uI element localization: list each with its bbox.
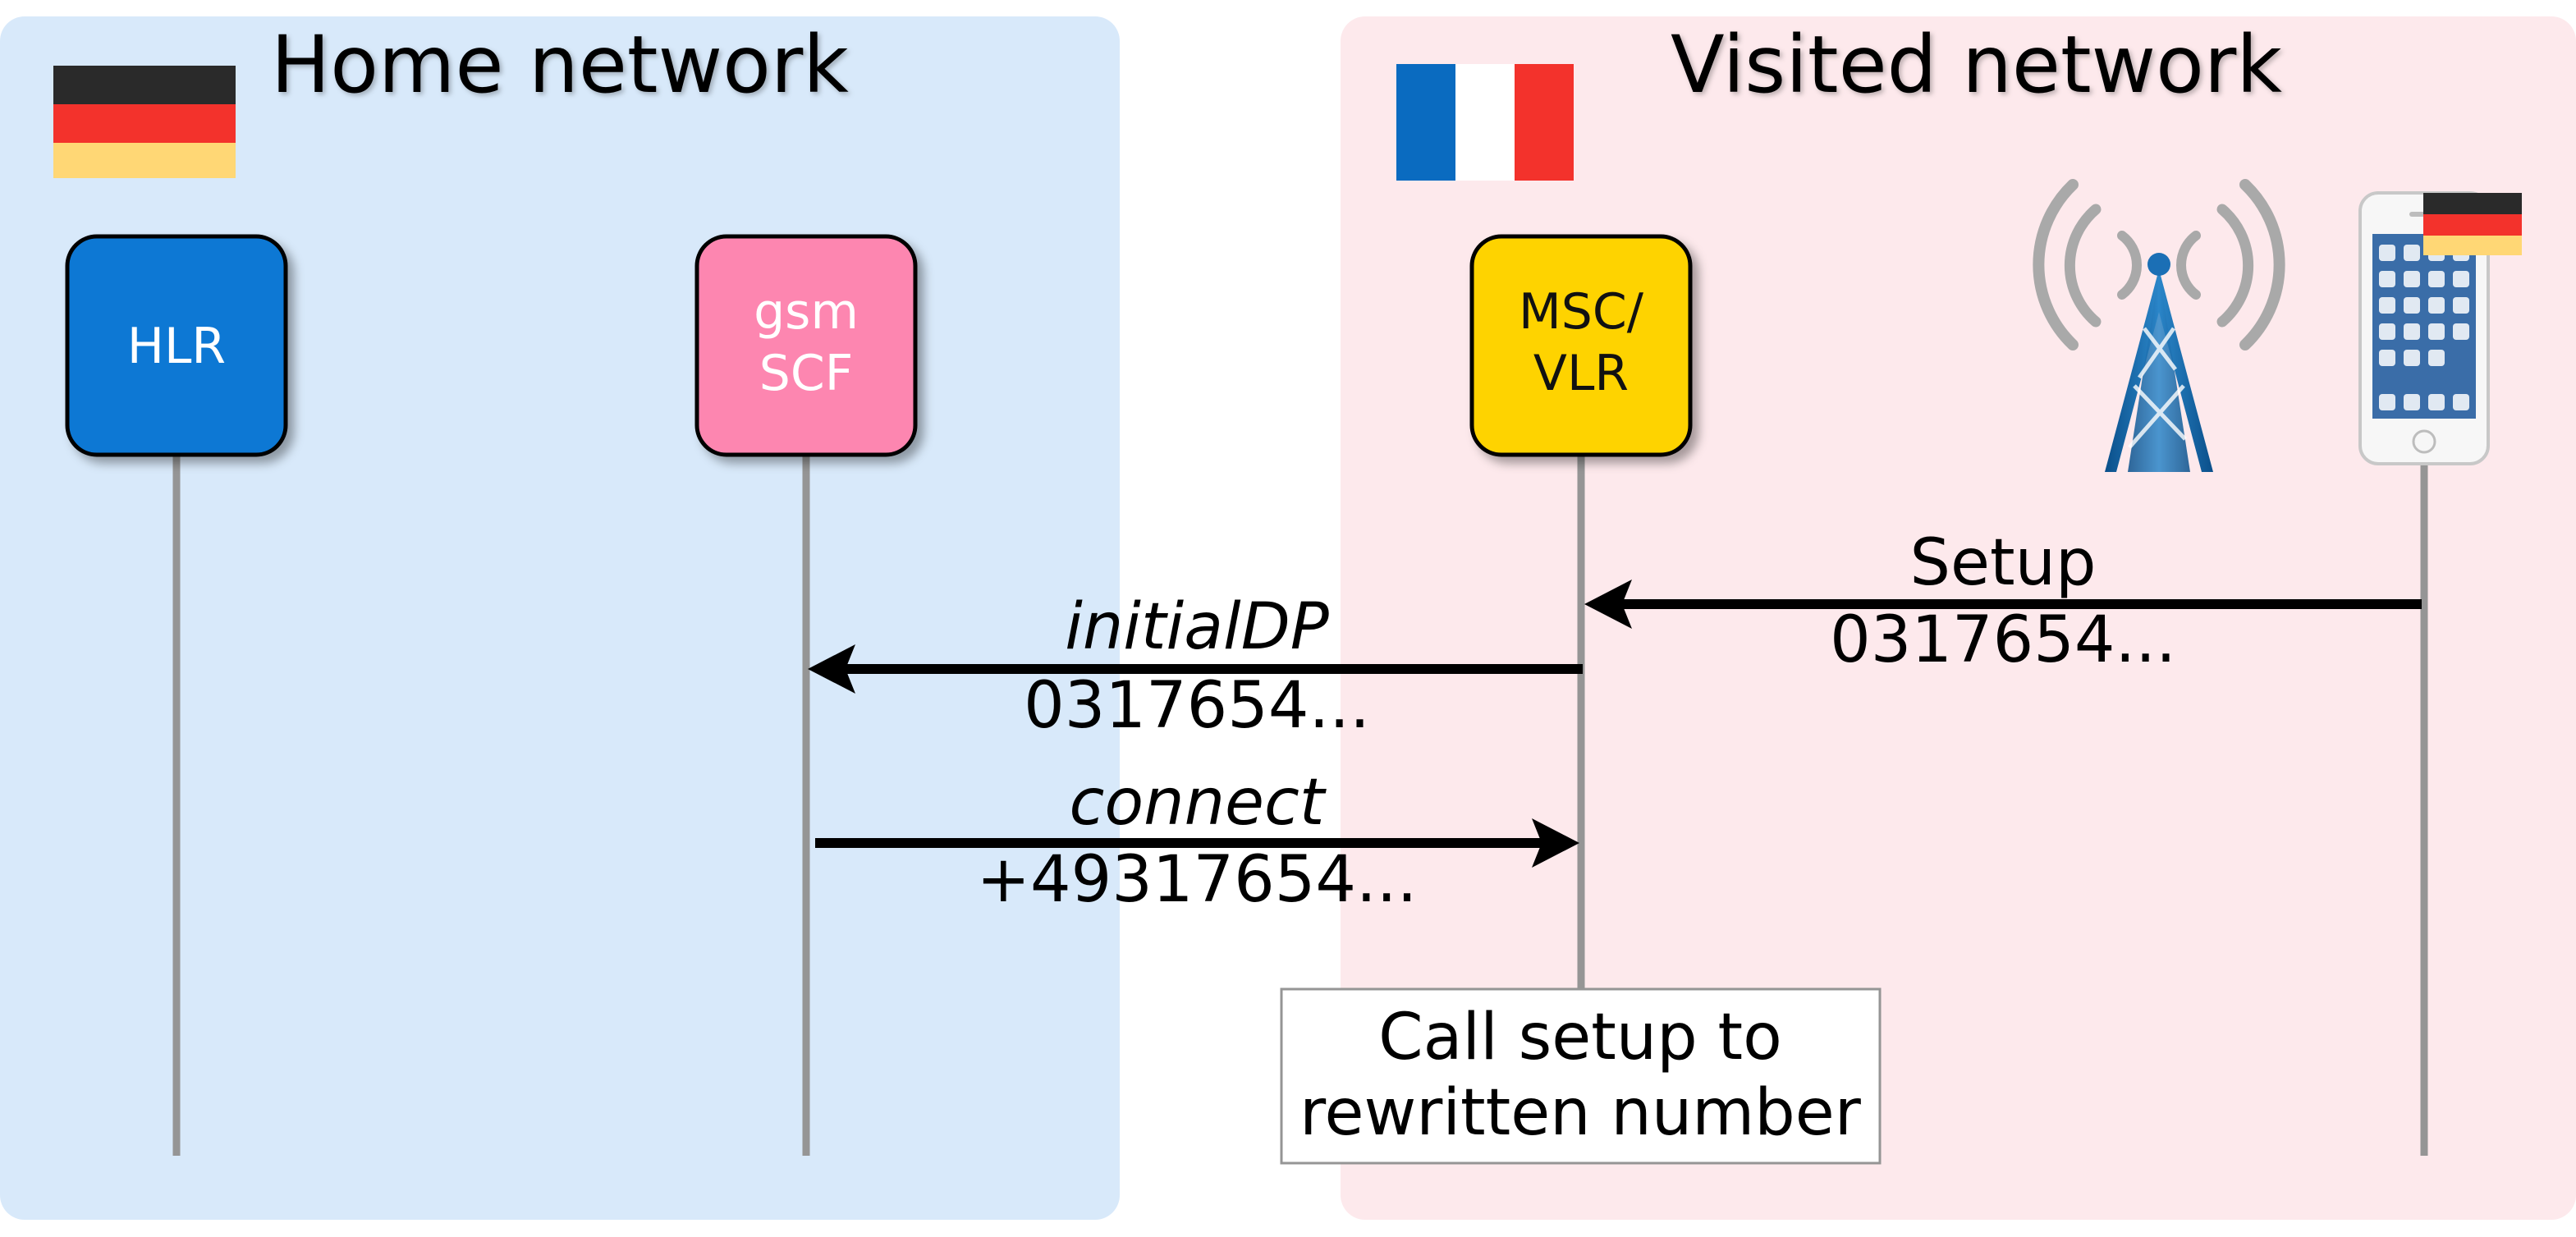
mscvlr-label-line2: VLR	[1533, 345, 1629, 402]
home-network-title: Home network	[271, 19, 849, 111]
gsmscf-label-line2: SCF	[759, 345, 854, 402]
mscvlr-label-line1: MSC/	[1519, 283, 1644, 341]
gsmscf-node: gsm SCF	[694, 234, 918, 457]
home-network-region	[0, 16, 1120, 1220]
france-flag-icon	[1396, 64, 1574, 181]
setup-message: Setup 0317654...	[1584, 526, 2422, 677]
connect-message-name: connect	[1070, 766, 1327, 840]
call-setup-note: Call setup to rewritten number	[1280, 987, 1882, 1165]
initialdp-message-name: initialDP	[1065, 590, 1329, 664]
setup-message-number: 0317654...	[1830, 603, 2176, 677]
mobile-phone-icon	[2358, 191, 2522, 465]
germany-flag-icon	[53, 66, 236, 178]
hlr-node: HLR	[65, 234, 288, 457]
cell-tower-icon	[2033, 179, 2285, 472]
visited-network-title: Visited network	[1671, 19, 2282, 111]
gsmscf-label-line1: gsm	[754, 283, 859, 341]
connect-message-number: +49317654...	[977, 843, 1418, 917]
initialdp-message-number: 0317654...	[1024, 669, 1370, 743]
call-setup-note-line1: Call setup to	[1378, 1001, 1782, 1074]
initialdp-message: initialDP 0317654...	[808, 590, 1583, 743]
hlr-label: HLR	[127, 318, 226, 375]
connect-message: connect +49317654...	[815, 766, 1579, 917]
call-setup-note-line2: rewritten number	[1299, 1076, 1862, 1150]
phone-germany-flag-icon	[2423, 193, 2522, 255]
setup-message-name: Setup	[1909, 526, 2096, 600]
mscvlr-node: MSC/ VLR	[1469, 234, 1693, 457]
